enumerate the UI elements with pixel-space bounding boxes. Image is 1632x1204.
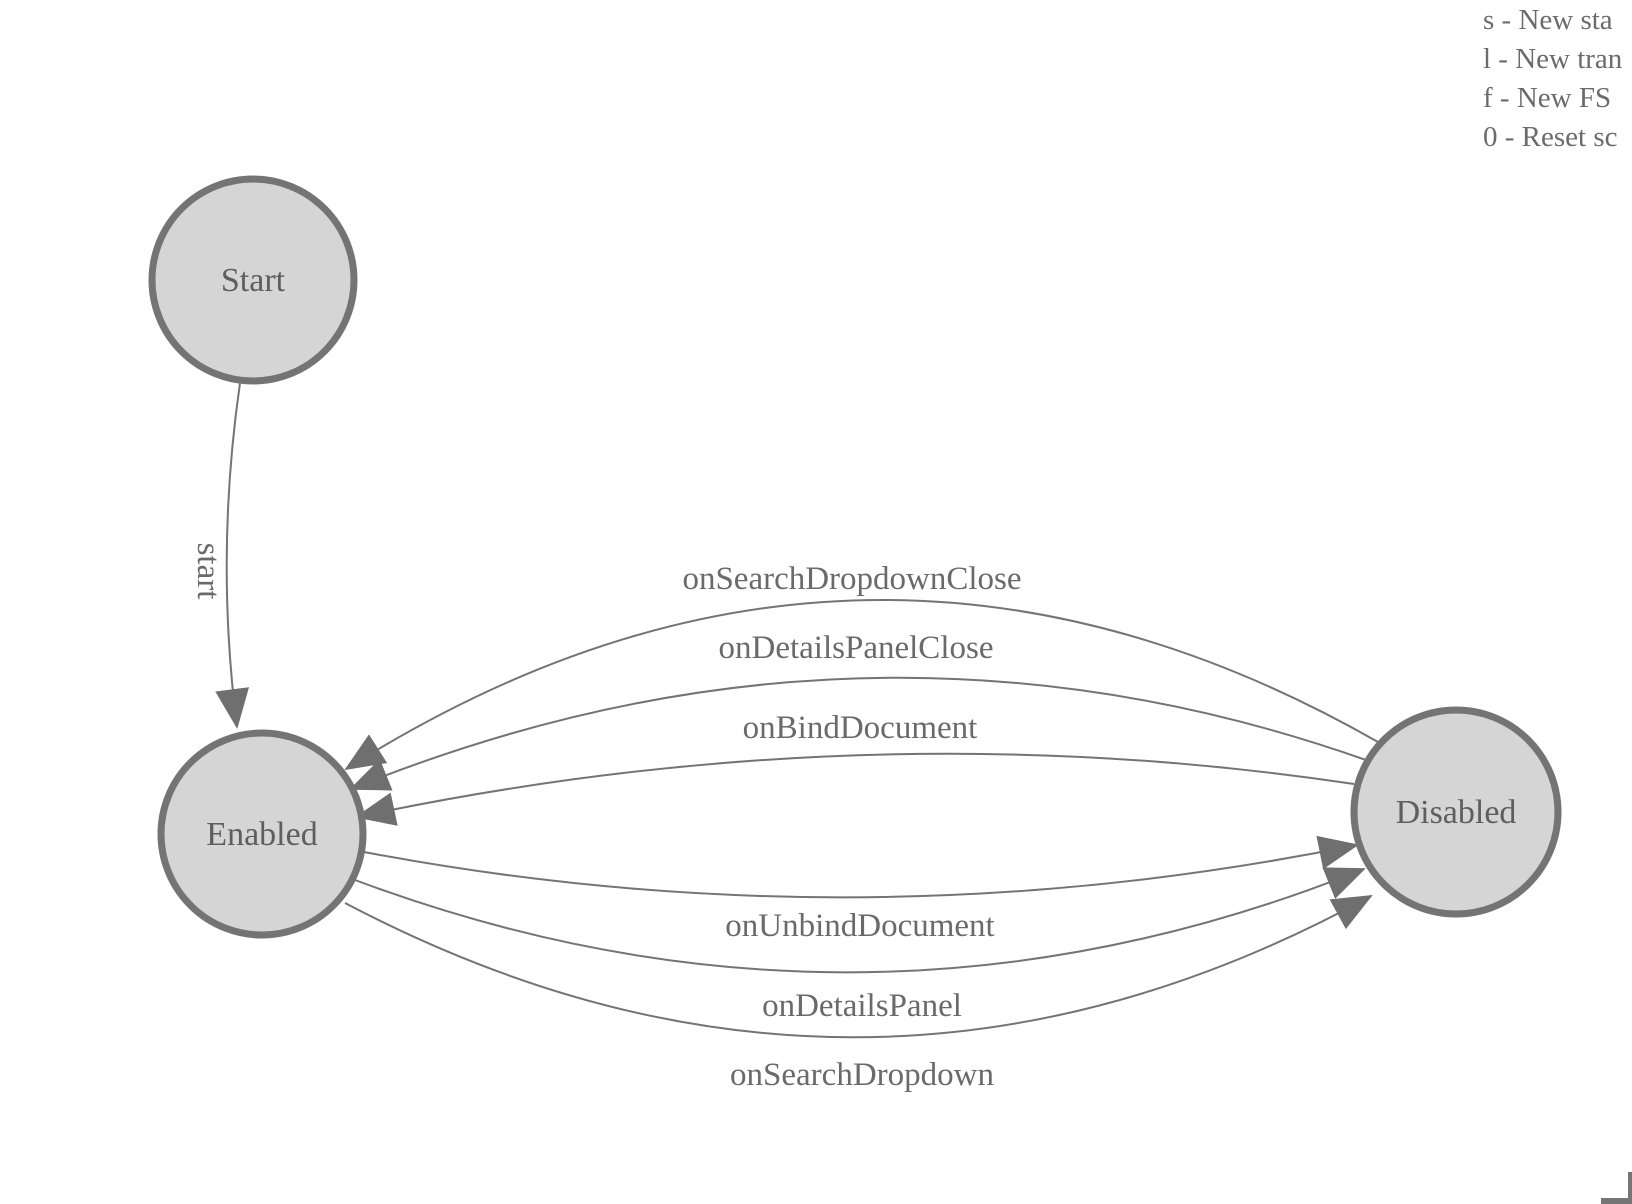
transition-label-start: start: [190, 543, 226, 600]
transition-edge-onSearchDropdown[interactable]: [344, 895, 1373, 1039]
transition-label-onBindDocument: onBindDocument: [743, 710, 978, 746]
transition-label-onSearchDropdownClose: onSearchDropdownClose: [682, 561, 1021, 597]
canvas-corner-indicator-horizontal: [1601, 1198, 1632, 1204]
transition-edge-onDetailsPanel[interactable]: [354, 867, 1366, 974]
state-node-start[interactable]: [148, 175, 358, 385]
state-label-disabled: Disabled: [1396, 794, 1517, 831]
transition-label-onDetailsPanel: onDetailsPanel: [762, 988, 962, 1024]
legend-line-reset-scale: 0 - Reset sc: [1483, 121, 1618, 153]
transition-edge-onDetailsPanelClose[interactable]: [349, 676, 1367, 791]
legend-line-new-state: s - New sta: [1483, 4, 1613, 36]
legend-line-new-transition: l - New tran: [1483, 43, 1623, 75]
transition-edge-onUnbindDocument[interactable]: [363, 835, 1359, 899]
state-label-enabled: Enabled: [206, 816, 317, 853]
transition-label-onUnbindDocument: onUnbindDocument: [725, 908, 994, 944]
canvas-corner-indicator-vertical: [1628, 1172, 1632, 1204]
transition-label-onSearchDropdown: onSearchDropdown: [730, 1057, 994, 1093]
transition-edge-onBindDocument[interactable]: [355, 752, 1355, 826]
legend-line-new-fsm: f - New FS: [1483, 82, 1612, 114]
legend: s - New sta l - New tran f - New FS 0 - …: [1483, 1, 1622, 157]
transition-edge-onSearchDropdownClose[interactable]: [344, 598, 1379, 771]
state-node-enabled[interactable]: [157, 729, 367, 939]
state-label-start: Start: [221, 262, 286, 299]
transition-label-onDetailsPanelClose: onDetailsPanelClose: [719, 630, 994, 666]
transition-edge-start[interactable]: [215, 382, 250, 729]
state-node-disabled[interactable]: [1350, 706, 1562, 918]
